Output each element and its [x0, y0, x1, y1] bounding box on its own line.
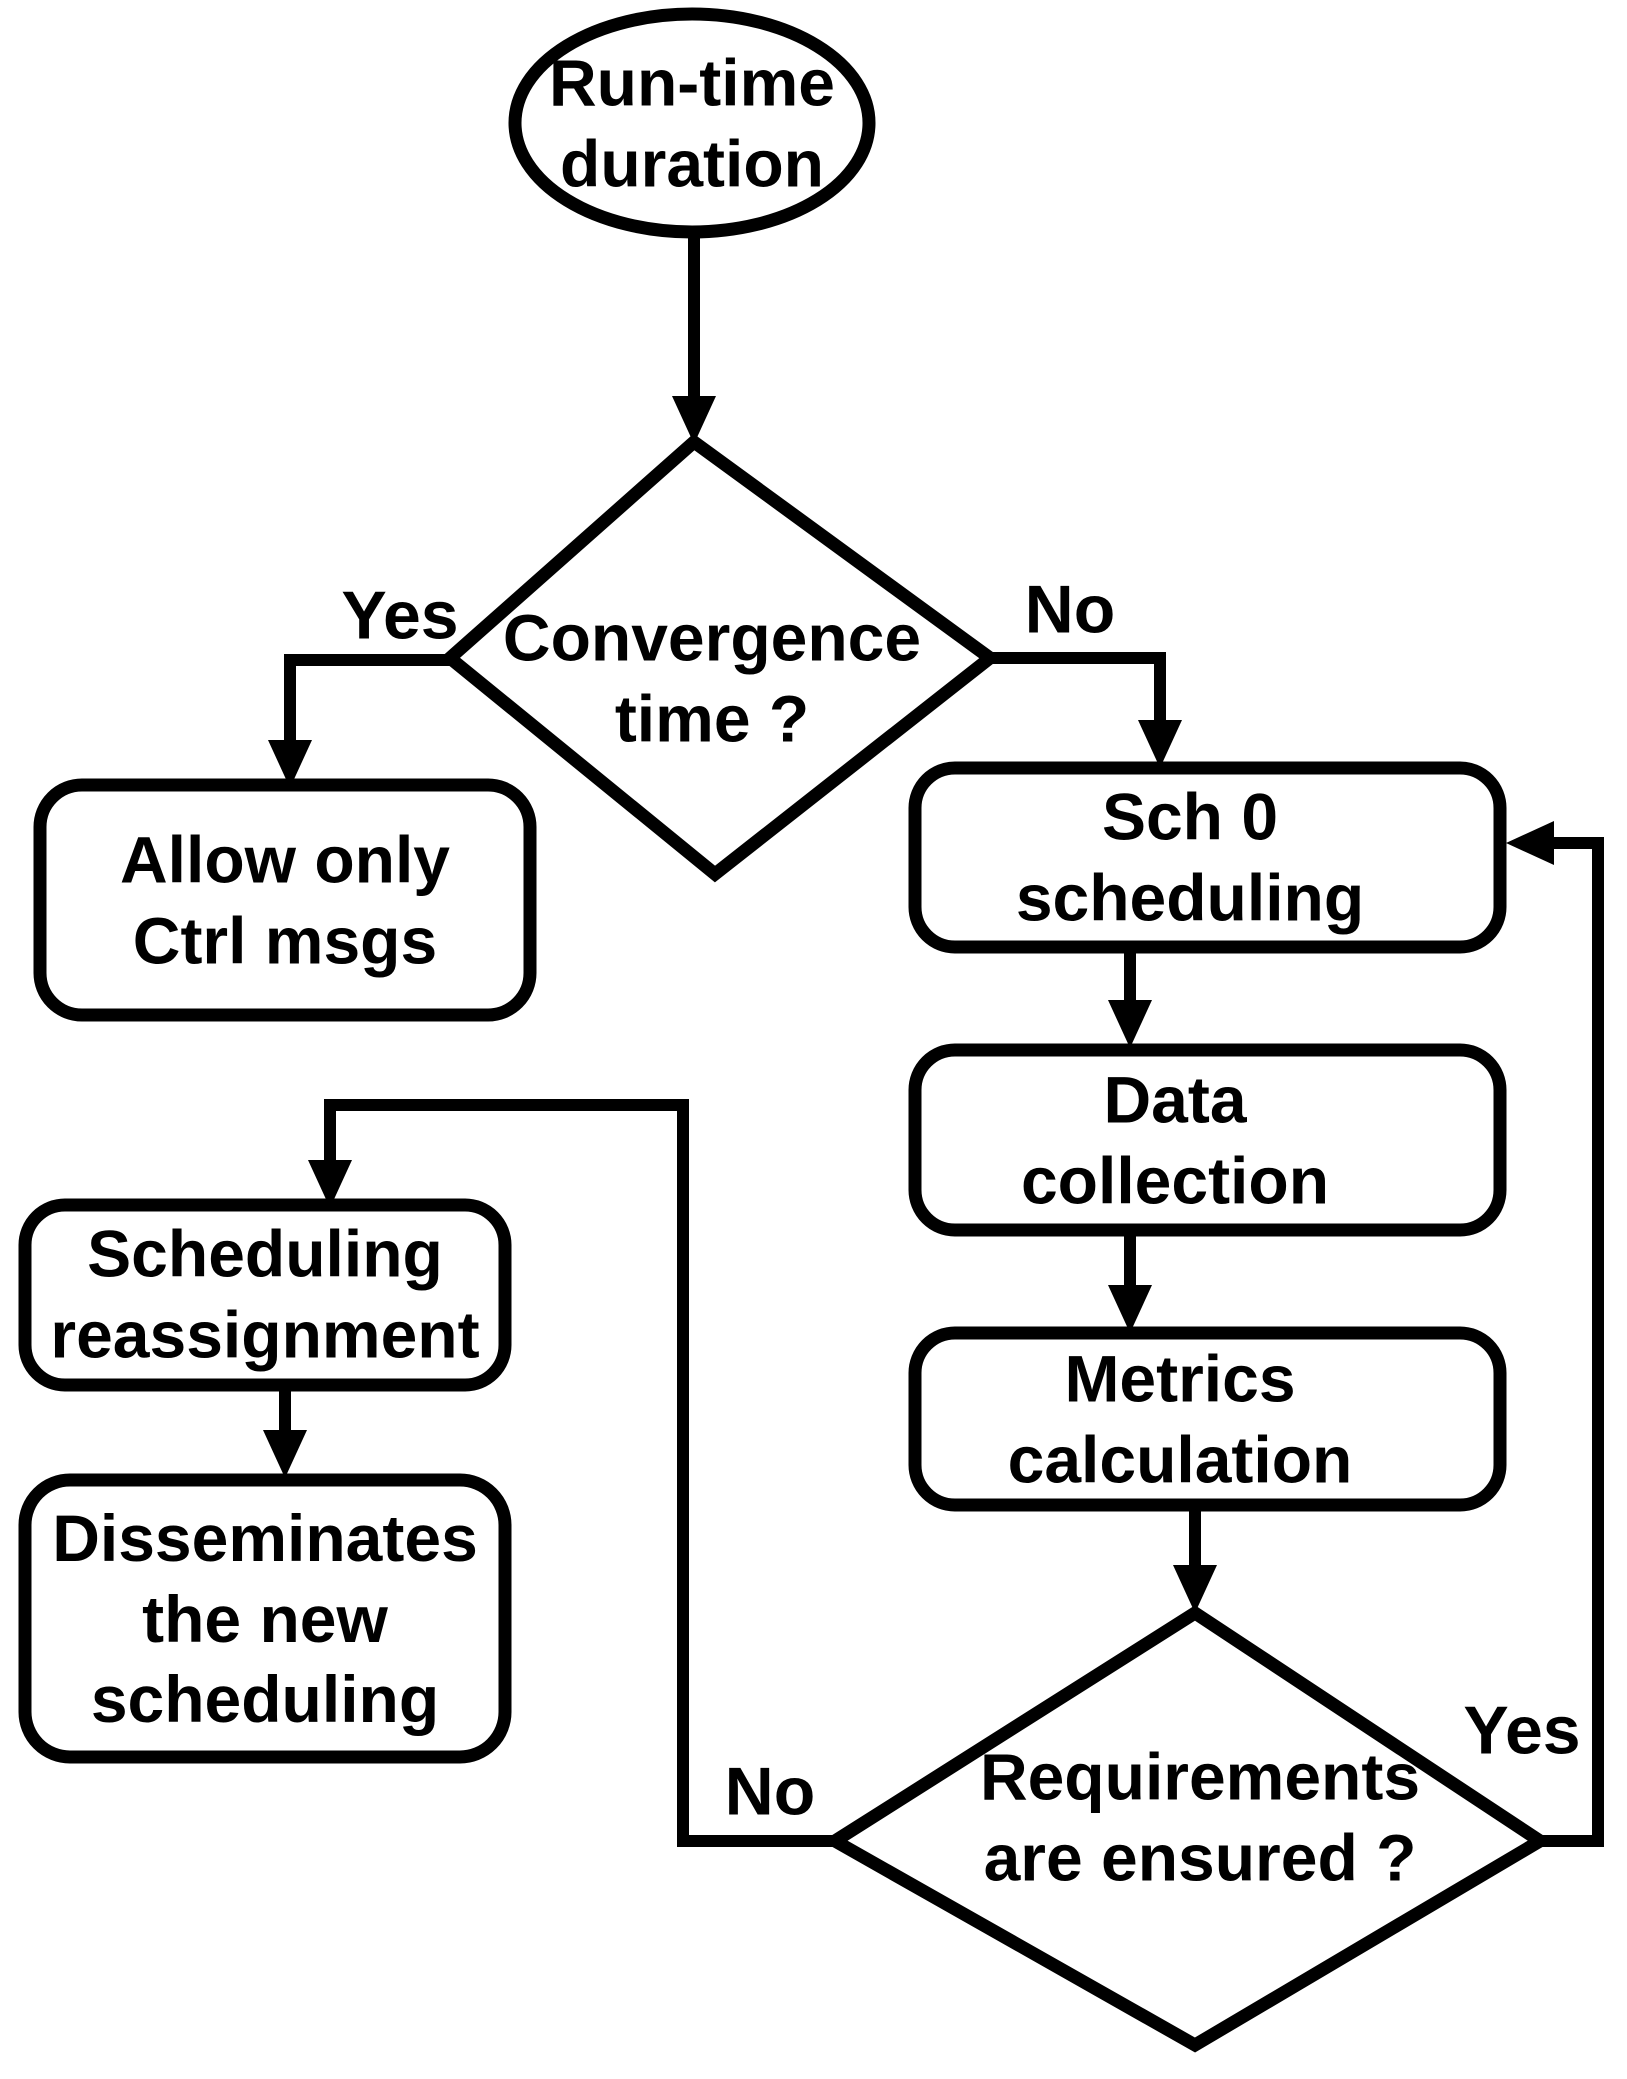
- sch0-box: [908, 761, 1507, 954]
- edge-label-requirements-no: No: [724, 1753, 816, 1830]
- edge-convergence-allow-arrowhead: [268, 740, 312, 788]
- edge-label-convergence-yes: Yes: [341, 577, 459, 654]
- edge-convergence-sch0-arrowhead: [1138, 720, 1182, 768]
- reassign-box: [18, 1198, 512, 1392]
- node-reassign-label: Scheduling reassignment: [50, 1216, 480, 1371]
- edge-start-convergence-arrowhead: [672, 396, 716, 444]
- node-convergence-label: Convergence time ?: [502, 600, 922, 755]
- node-allow-label: Allow only Ctrl msgs: [120, 822, 450, 977]
- node-sch0-label: Sch 0 scheduling: [1015, 779, 1365, 934]
- disseminate-box: [18, 1473, 512, 1764]
- edge-data-metrics-arrowhead: [1108, 1285, 1152, 1333]
- edge-requirements-reassign-line: [324, 1099, 835, 1847]
- allow-box: [33, 778, 537, 1022]
- data-box: [908, 1043, 1507, 1237]
- edge-convergence-allow-line: [284, 654, 450, 742]
- metrics-box: [908, 1326, 1507, 1512]
- requirements-diamond: [822, 1605, 1553, 2053]
- edge-label-requirements-yes: Yes: [1463, 1692, 1581, 1769]
- edge-metrics-requirements-arrowhead: [1173, 1565, 1217, 1613]
- convergence-diamond: [439, 433, 1001, 883]
- node-data-label: Data collection: [1020, 1062, 1330, 1217]
- node-requirements-label: Requirements are ensured ?: [979, 1739, 1421, 1894]
- node-metrics-label: Metrics calculation: [1007, 1341, 1353, 1496]
- edge-requirements-sch0-arrowhead: [1506, 821, 1554, 865]
- edge-label-convergence-no: No: [1024, 571, 1116, 648]
- node-disseminate-label: Disseminates the new scheduling: [52, 1501, 478, 1737]
- node-start-label: Run-time duration: [549, 45, 835, 200]
- edge-convergence-sch0-line: [990, 652, 1166, 722]
- edge-requirements-sch0-line: [1540, 837, 1604, 1847]
- edge-requirements-reassign-arrowhead: [308, 1160, 352, 1208]
- edge-sch0-data-arrowhead: [1108, 1000, 1152, 1048]
- edge-reassign-disseminate-arrowhead: [263, 1430, 307, 1478]
